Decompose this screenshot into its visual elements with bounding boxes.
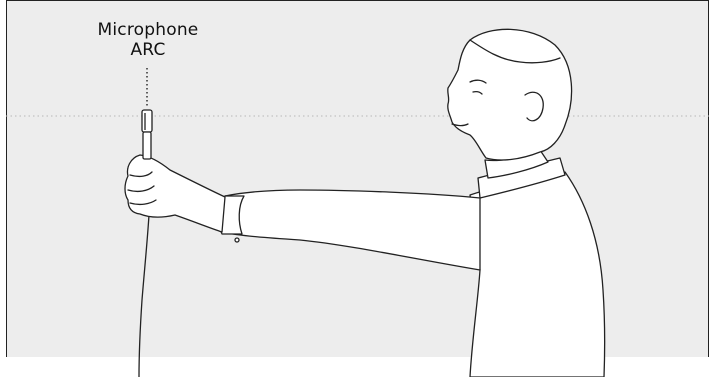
head (448, 29, 572, 160)
shirt-torso (470, 172, 605, 377)
cuff-button (235, 238, 239, 242)
shirt-sleeve-arm (220, 190, 480, 270)
microphone-label: Microphone ARC (78, 20, 218, 60)
microphone-label-line1: Microphone (78, 20, 218, 40)
ear (525, 92, 543, 121)
microphone-capsule (142, 110, 152, 132)
microphone-label-line2: ARC (78, 40, 218, 60)
microphone-body (143, 132, 151, 159)
person-figure (125, 29, 605, 377)
microphone-icon (142, 110, 152, 159)
hand (125, 155, 225, 232)
